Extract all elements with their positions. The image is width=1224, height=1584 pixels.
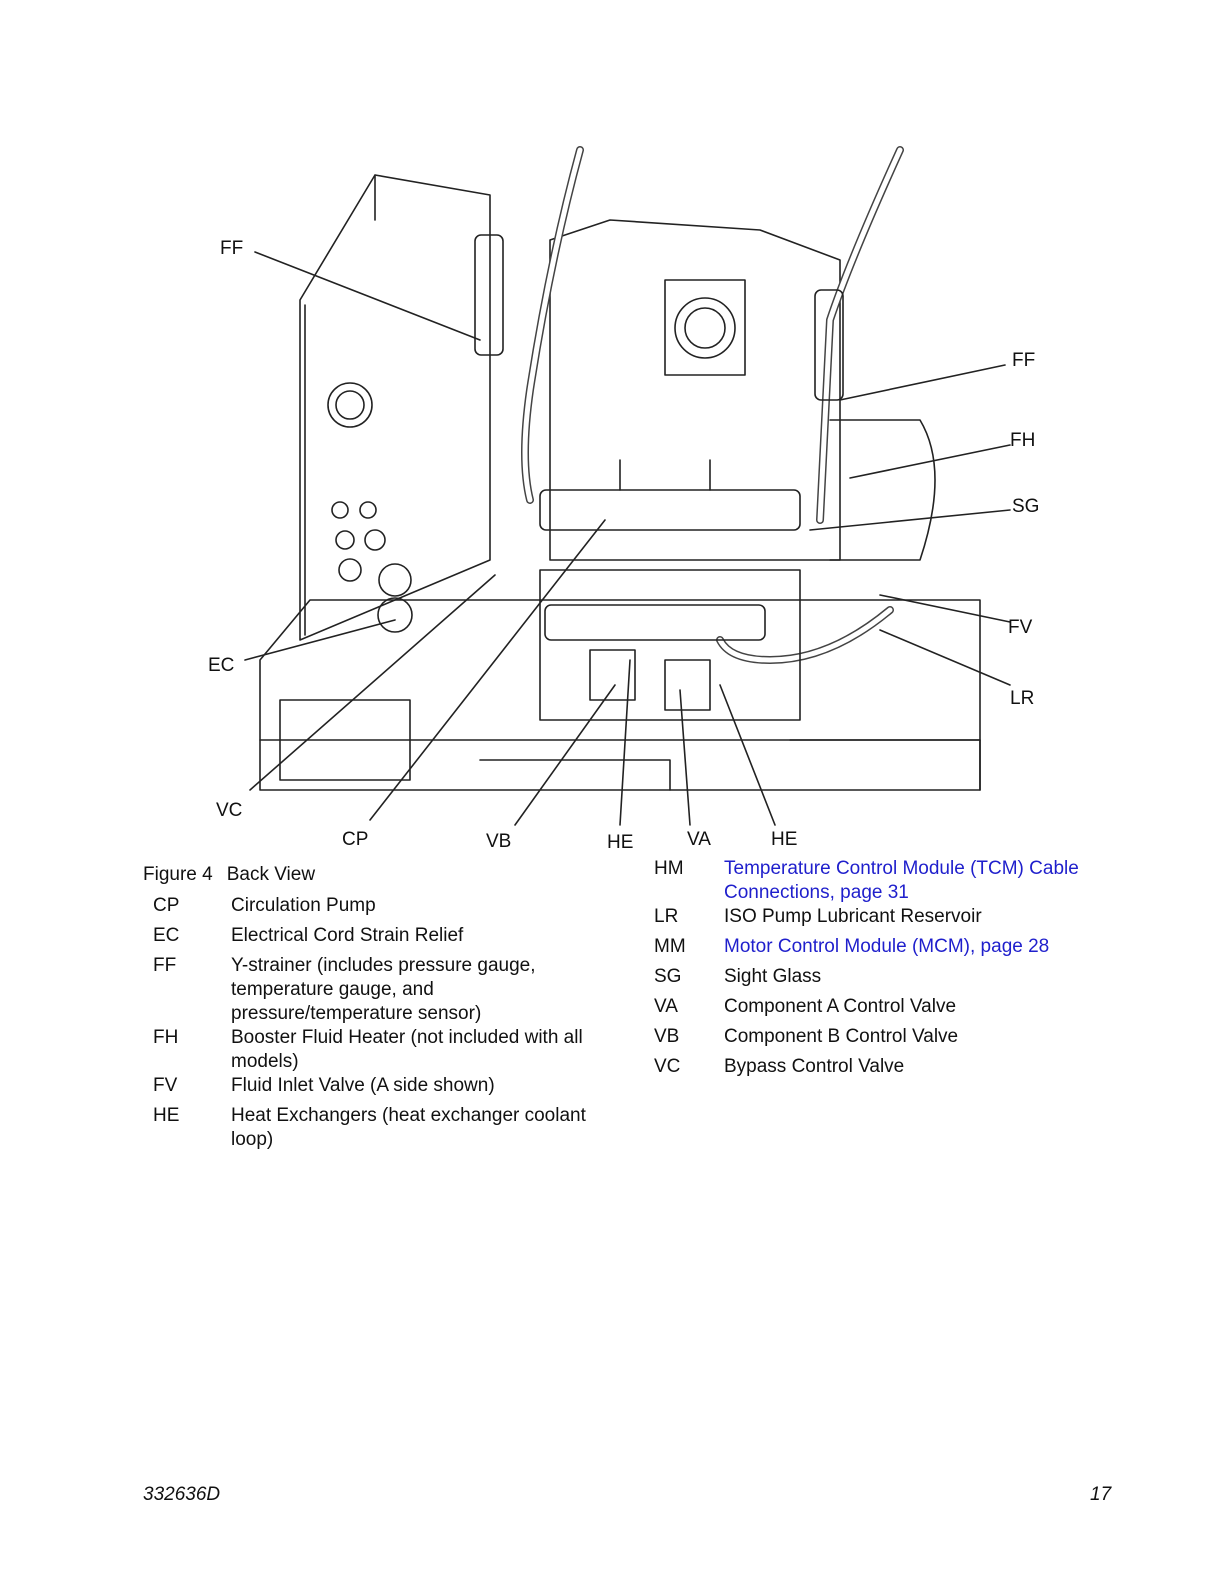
- legend-row: FH Booster Fluid Heater (not included wi…: [143, 1026, 613, 1074]
- legend-row: LR ISO Pump Lubricant Reservoir: [654, 905, 1114, 929]
- callout-fv: FV: [1008, 617, 1033, 638]
- figure-title: Back View: [226, 864, 316, 885]
- legend-left: CP Circulation Pump EC Electrical Cord S…: [143, 894, 613, 1158]
- legend-code: VA: [654, 996, 678, 1017]
- legend-code: HE: [153, 1105, 180, 1126]
- legend-code: SG: [654, 966, 682, 987]
- back-view-figure: [150, 140, 1100, 860]
- legend-desc: Booster Fluid Heater (not included with …: [231, 1027, 583, 1072]
- callout-fh: FH: [1010, 430, 1036, 451]
- legend-code: FF: [153, 955, 177, 976]
- legend-desc: ISO Pump Lubricant Reservoir: [724, 906, 982, 927]
- callout-he-left: HE: [607, 832, 634, 853]
- legend-code: MM: [654, 936, 686, 957]
- tcm-cable-connections-link[interactable]: Temperature Control Module (TCM) Cable C…: [724, 858, 1079, 903]
- legend-desc: Component B Control Valve: [724, 1026, 959, 1047]
- legend-row: VB Component B Control Valve: [654, 1025, 1114, 1049]
- figure-caption: Figure 4 Back View: [143, 864, 315, 886]
- legend-desc: Fluid Inlet Valve (A side shown): [231, 1075, 495, 1096]
- document-number: 332636D: [143, 1484, 221, 1505]
- callout-vb: VB: [486, 831, 512, 852]
- legend-desc: Y-strainer (includes pressure gauge, tem…: [231, 955, 536, 1024]
- legend-code: FH: [153, 1027, 179, 1048]
- legend-row: EC Electrical Cord Strain Relief: [143, 924, 613, 948]
- mcm-link[interactable]: Motor Control Module (MCM), page 28: [724, 936, 1050, 957]
- legend-desc: Sight Glass: [724, 966, 822, 987]
- legend-row: FF Y-strainer (includes pressure gauge, …: [143, 954, 613, 1026]
- callout-ff-left: FF: [220, 238, 244, 259]
- legend-desc: Circulation Pump: [231, 895, 376, 916]
- callout-va: VA: [687, 829, 711, 850]
- legend-row: VC Bypass Control Valve: [654, 1055, 1114, 1079]
- legend-code: FV: [153, 1075, 178, 1096]
- page-number: 17: [1090, 1484, 1112, 1505]
- legend-row: SG Sight Glass: [654, 965, 1114, 989]
- callout-sg: SG: [1012, 496, 1040, 517]
- callout-ec: EC: [208, 655, 235, 676]
- callout-vc: VC: [216, 800, 243, 821]
- legend-row: VA Component A Control Valve: [654, 995, 1114, 1019]
- legend-row: CP Circulation Pump: [143, 894, 613, 918]
- callout-he-right: HE: [771, 829, 798, 850]
- legend-code: VC: [654, 1056, 681, 1077]
- callout-cp: CP: [342, 829, 369, 850]
- legend-code: VB: [654, 1026, 680, 1047]
- legend-right: HM Temperature Control Module (TCM) Cabl…: [654, 857, 1114, 1085]
- legend-row: FV Fluid Inlet Valve (A side shown): [143, 1074, 613, 1098]
- legend-code: HM: [654, 858, 684, 879]
- legend-code: LR: [654, 906, 679, 927]
- legend-code: EC: [153, 925, 180, 946]
- legend-desc: Component A Control Valve: [724, 996, 957, 1017]
- figure-number: Figure 4: [143, 864, 213, 885]
- legend-desc: Heat Exchangers (heat exchanger coolant …: [231, 1105, 586, 1150]
- legend-code: CP: [153, 895, 180, 916]
- legend-row: HE Heat Exchangers (heat exchanger coola…: [143, 1104, 613, 1152]
- legend-row: HM Temperature Control Module (TCM) Cabl…: [654, 857, 1114, 905]
- legend-desc: Bypass Control Valve: [724, 1056, 905, 1077]
- back-view-illustration: [244, 146, 1011, 826]
- callout-lr: LR: [1010, 688, 1035, 709]
- legend-desc: Electrical Cord Strain Relief: [231, 925, 464, 946]
- callout-ff-right: FF: [1012, 350, 1036, 371]
- legend-row: MM Motor Control Module (MCM), page 28: [654, 935, 1114, 959]
